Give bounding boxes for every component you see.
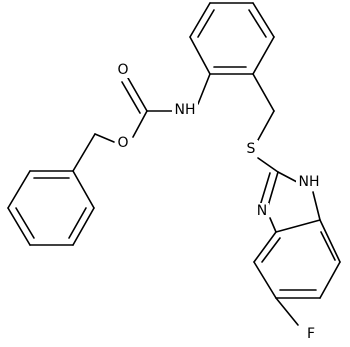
benzyl-ring — [7, 170, 95, 246]
phenyl-ring — [189, 2, 275, 75]
benzimidazole — [253, 171, 341, 326]
atom-label-sulfur: S — [247, 141, 256, 157]
atom-labels: O O NH S NH N F — [116, 62, 322, 342]
carbamate-linker — [72, 73, 211, 172]
atom-label-o-carbonyl: O — [117, 62, 128, 78]
atom-label-n-imidazole: N — [257, 203, 267, 219]
thioether-linker — [252, 73, 279, 173]
atom-label-o-ester: O — [117, 135, 128, 151]
atom-label-nh-imidazole: NH — [299, 174, 320, 190]
atom-label-fluorine: F — [307, 326, 315, 342]
atom-label-nh-amide: NH — [175, 102, 196, 118]
